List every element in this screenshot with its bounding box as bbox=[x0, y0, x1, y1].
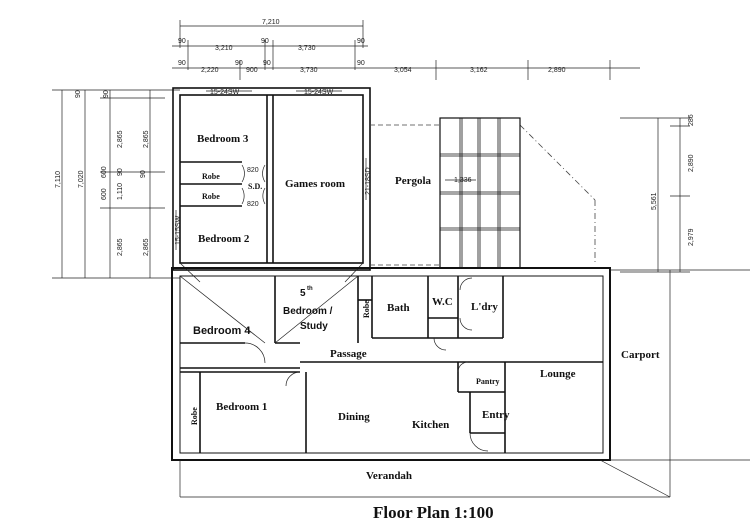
dim-row3-7: 3,054 bbox=[394, 67, 412, 74]
room-passage: Passage bbox=[330, 348, 367, 360]
pergola-structure bbox=[370, 117, 596, 269]
room-bedroom2: Bedroom 2 bbox=[198, 233, 250, 245]
room-pantry: Pantry bbox=[476, 377, 500, 386]
dim-right-0: 286 bbox=[688, 114, 695, 126]
window-code-2: 21-18SD bbox=[365, 167, 372, 195]
dim-left-b-1b: 2,865 bbox=[143, 130, 150, 148]
pergola-grid bbox=[439, 117, 521, 269]
dim-row3-5: 3,730 bbox=[300, 67, 318, 74]
room-bedroom4: Bedroom 4 bbox=[193, 325, 251, 337]
dim-left-total-a: 7,110 bbox=[55, 171, 62, 188]
dim-left-b-1: 2,865 bbox=[117, 130, 124, 148]
room-robe4: Robe bbox=[190, 407, 199, 425]
room-kitchen: Kitchen bbox=[412, 419, 449, 431]
room-robe2: Robe bbox=[202, 192, 220, 201]
dim-right-1: 2,890 bbox=[688, 154, 695, 172]
dim-row3-4: 90 bbox=[263, 60, 271, 67]
upper-extension bbox=[172, 87, 371, 283]
room-laundry: L'dry bbox=[471, 301, 498, 313]
room-labels: Bedroom 3 Games room Pergola 1,336 Robe … bbox=[175, 89, 660, 482]
room-robe1: Robe bbox=[202, 172, 220, 181]
room-entry: Entry bbox=[482, 409, 510, 421]
dim-right-2: 5,561 bbox=[651, 192, 658, 210]
room-dining: Dining bbox=[338, 411, 370, 423]
dim-row3-0: 90 bbox=[178, 60, 186, 67]
dim-row3-8: 3,162 bbox=[470, 67, 488, 74]
room-fifth-line3: Study bbox=[300, 321, 328, 332]
room-bath: Bath bbox=[387, 302, 410, 314]
room-robe3: Robe bbox=[362, 300, 371, 318]
room-fifth-sup: th bbox=[307, 286, 313, 292]
room-bedroom3: Bedroom 3 bbox=[197, 133, 249, 145]
room-pergola: Pergola bbox=[395, 175, 432, 187]
dim-left-b-3: 1,110 bbox=[117, 183, 124, 200]
plan-title: Floor Plan 1:100 bbox=[373, 503, 494, 522]
room-lounge: Lounge bbox=[540, 368, 576, 380]
dim-row2-2: 90 bbox=[261, 38, 269, 45]
dim-left-a-0: 90 bbox=[75, 90, 82, 98]
room-wc: W.C bbox=[432, 296, 453, 308]
room-carport: Carport bbox=[621, 349, 660, 361]
dim-row2-1: 3,210 bbox=[215, 45, 233, 52]
dim-left-a-2: 600 bbox=[101, 166, 108, 178]
window-code-0: 15-24SW bbox=[210, 89, 240, 96]
dim-row2-3: 3,730 bbox=[298, 45, 316, 52]
dim-top-total: 7,210 bbox=[262, 19, 280, 26]
dim-row3-6: 90 bbox=[357, 60, 365, 67]
dim-left-b-0: 90 bbox=[103, 90, 110, 98]
window-code-1: 15-24SW bbox=[304, 89, 334, 96]
dim-row3-1: 2,220 bbox=[201, 67, 219, 74]
dim-row2-0: 90 bbox=[178, 38, 186, 45]
main-house bbox=[171, 267, 750, 498]
dim-left-b-5: 2,865 bbox=[117, 238, 124, 256]
dim-left-b-4: 90 bbox=[140, 170, 147, 178]
dim-row3-3: 900 bbox=[246, 67, 258, 74]
room-sd: S.D. bbox=[248, 182, 262, 191]
dim-left-b-2: 90 bbox=[117, 168, 124, 176]
door-width-0: 820 bbox=[247, 167, 259, 174]
dim-left-a-1: 600 bbox=[101, 188, 108, 200]
dim-left-b-5b: 2,865 bbox=[143, 238, 150, 256]
dim-row3-2: 90 bbox=[235, 60, 243, 67]
dim-pergola-span: 1,336 bbox=[454, 177, 472, 184]
window-code-3: 15-15SW bbox=[175, 215, 182, 245]
left-dimensions: 7,110 7,020 90 600 600 90 2,865 90 1,110… bbox=[52, 89, 180, 279]
dim-left-total-b: 7,020 bbox=[78, 170, 85, 188]
dim-row3-9: 2,890 bbox=[548, 67, 566, 74]
dim-row2-4: 90 bbox=[357, 38, 365, 45]
room-verandah: Verandah bbox=[366, 470, 412, 482]
room-games-room: Games room bbox=[285, 178, 345, 190]
room-fifth-line2: Bedroom / bbox=[283, 306, 333, 317]
room-bedroom1: Bedroom 1 bbox=[216, 401, 267, 413]
top-dimensions: 7,210 90 3,210 90 3,730 90 90 2,220 90 9… bbox=[172, 19, 640, 80]
dim-right-3: 2,979 bbox=[688, 228, 695, 246]
door-width-1: 820 bbox=[247, 201, 259, 208]
right-dimensions: 286 2,890 5,561 2,979 bbox=[620, 114, 695, 273]
room-fifth-num: 5 bbox=[300, 288, 306, 299]
